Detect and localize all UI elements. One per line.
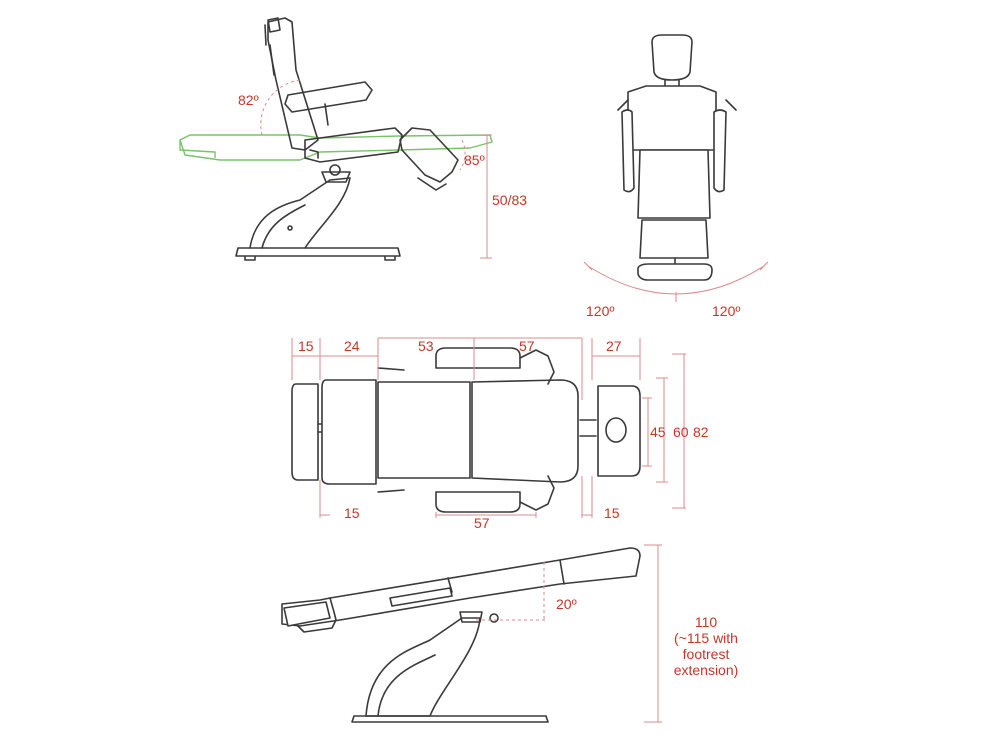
top-left-armrest — [621, 109, 635, 193]
plan-foot-end — [291, 383, 319, 481]
plan-footrest — [321, 379, 377, 485]
headrest — [267, 17, 281, 33]
armrest — [284, 81, 373, 126]
plan-armrest-top — [435, 347, 521, 369]
seat — [304, 127, 403, 163]
base-plate — [235, 247, 401, 261]
flat-column — [365, 617, 481, 717]
rotation-right-label: 120º — [712, 303, 741, 319]
plan-bottom-dim-2: 57 — [474, 515, 490, 531]
max-height-note-2: footrest — [682, 646, 730, 662]
flat-view — [281, 544, 662, 723]
max-height-value: 110 — [694, 614, 718, 630]
tilt-angle-label: 20º — [556, 596, 577, 612]
reclined-overlay — [179, 134, 493, 161]
plan-right-dim-1: 45 — [650, 424, 666, 440]
seat-height-label: 50/83 — [492, 192, 528, 208]
plan-right-dim-3: 82 — [693, 424, 709, 440]
backrest — [267, 17, 319, 151]
plan-seat — [377, 381, 471, 479]
top-footrest — [639, 219, 709, 259]
top-footplate — [637, 263, 713, 281]
plan-headrest — [597, 385, 641, 477]
plan-top-dim-1: 15 — [298, 338, 314, 354]
plan-right-dim-2: 60 — [673, 424, 689, 440]
top-view — [583, 34, 769, 302]
plan-top-dim-4: 57 — [519, 338, 535, 354]
max-height-note-1: (~115 with — [674, 630, 738, 646]
plan-view — [291, 337, 686, 518]
flat-top-surface — [281, 547, 641, 627]
plan-bottom-dim-1: 15 — [344, 505, 360, 521]
top-headrest — [651, 34, 693, 81]
top-backrest — [627, 85, 717, 151]
flat-base — [351, 715, 549, 723]
rotation-left-label: 120º — [586, 303, 615, 319]
plan-bottom-dim-3: 15 — [604, 505, 620, 521]
top-right-armrest — [713, 109, 727, 193]
footrest — [399, 127, 459, 191]
max-height-note-3: extension) — [673, 662, 739, 678]
plan-armrest-bottom — [435, 491, 521, 513]
plan-top-dim-5: 27 — [606, 338, 622, 354]
backrest-angle-label: 82º — [238, 92, 259, 108]
lift-column — [249, 177, 351, 249]
max-height-label: 110 (~115 with footrest extension) — [658, 614, 754, 678]
top-seat — [637, 149, 711, 219]
plan-top-dim-3: 53 — [418, 338, 434, 354]
side-view — [179, 17, 493, 261]
plan-backrest — [471, 379, 579, 483]
footrest-angle-label: 85º — [464, 152, 485, 168]
plan-top-dim-2: 24 — [344, 338, 360, 354]
